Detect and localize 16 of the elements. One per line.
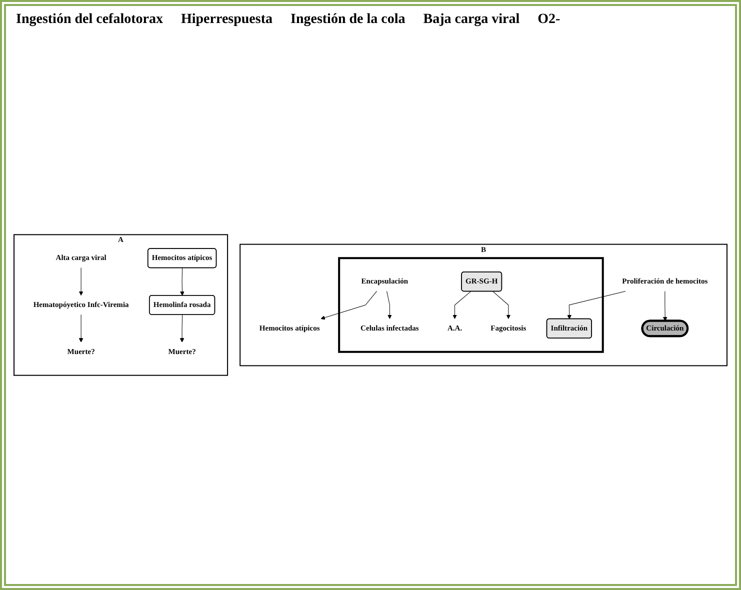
arrow: [180, 314, 184, 342]
note-text: O2-: [538, 12, 560, 28]
note-text: Hiperrespuesta: [180, 12, 272, 28]
arrow: [386, 290, 392, 319]
cluster: [338, 257, 604, 353]
arrow: [492, 291, 511, 319]
arrow: [78, 314, 84, 342]
note-text: Ingestión de la cola: [290, 12, 406, 28]
arrow: [662, 290, 668, 322]
arrow: [180, 268, 184, 296]
arrow: [78, 268, 84, 296]
arrow: [452, 291, 472, 319]
arrow: [320, 290, 378, 320]
note-text: Baja carga viral: [423, 12, 520, 28]
note-text: Ingestión del cefalotorax: [16, 12, 163, 28]
arrow: [567, 290, 626, 320]
